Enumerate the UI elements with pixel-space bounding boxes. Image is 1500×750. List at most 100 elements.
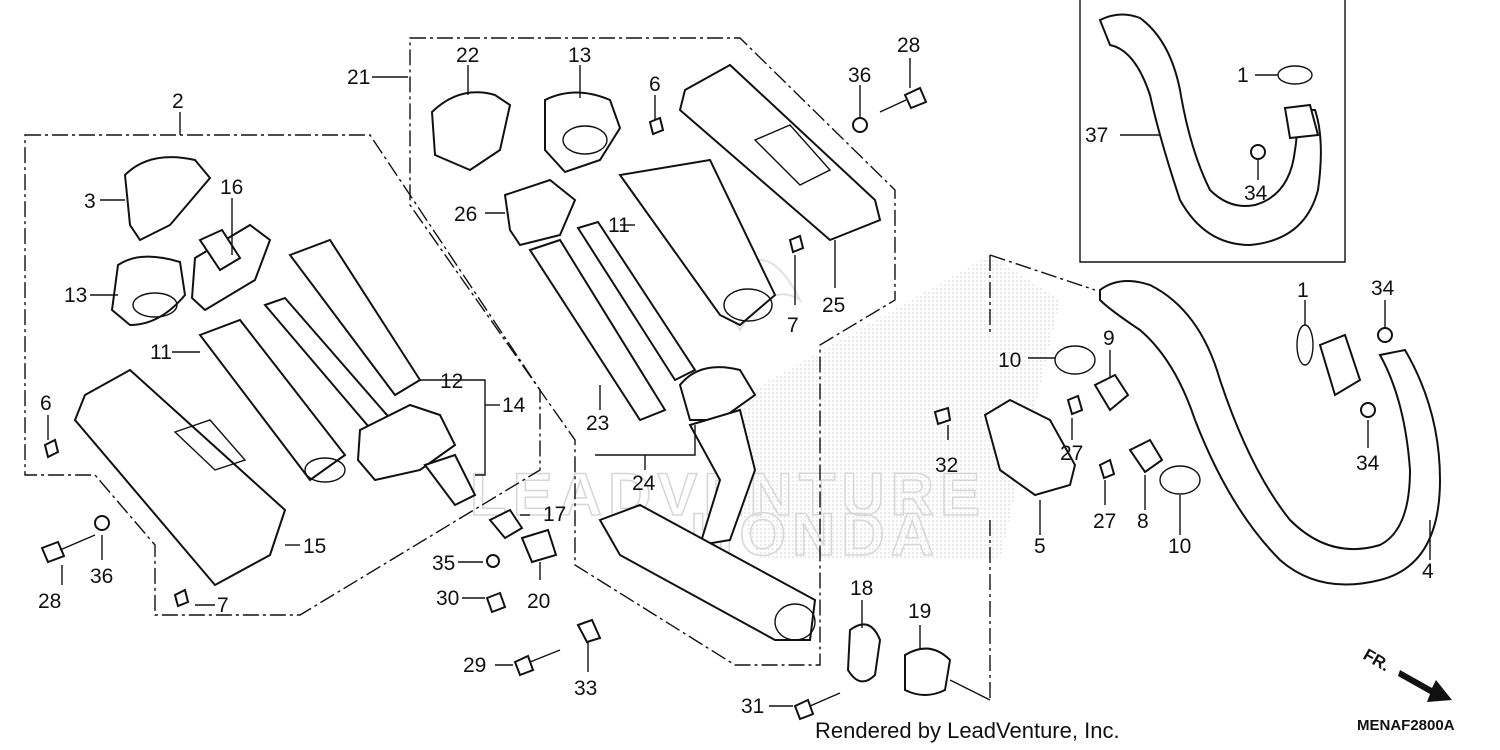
part-label: 11 [150,341,172,364]
part-label: 15 [303,535,326,558]
rivet-6-center [648,116,665,136]
hardware [40,86,1393,721]
group-box-2 [24,134,541,616]
part-label: 3 [84,190,96,213]
part-label: 13 [64,284,87,307]
bolt-32 [933,406,952,426]
center-muffler-assembly [430,63,882,641]
part-label: 21 [347,66,370,89]
nut-34-upper [1377,327,1393,343]
outlet-14-left [423,453,477,507]
part-label: 9 [1103,327,1115,350]
part-label: 1 [1297,279,1309,302]
muffler-cover-25 [678,63,882,242]
bolt-29 [513,654,535,677]
packing-cone-13-center [544,91,622,174]
part-label: 25 [822,294,845,317]
bolt-28-center [903,86,928,110]
end-plate-16-pipe [198,228,242,272]
end-plate-14-left [356,403,457,482]
nut-27-lower [1098,458,1116,480]
part-label: 19 [908,600,931,623]
part-label: 6 [649,73,661,96]
part-label: 7 [787,314,799,337]
flange-37 [1283,103,1320,140]
silencer-20-end [774,603,816,641]
silencer-20-body [598,503,817,641]
front-direction-indicator: FR. [1360,645,1452,702]
tube-24 [576,220,697,382]
part-label: 32 [935,454,958,477]
bolt-29-shaft [529,649,561,663]
body-inner-11-center [618,158,777,327]
o-ring-1-inset [1277,65,1313,85]
part-label: 10 [1168,535,1191,558]
part-label: 35 [432,552,455,575]
clip-17 [488,508,524,540]
part-label: 14 [502,394,526,417]
exhaust-pipe-4 [1099,280,1442,586]
part-label: 26 [454,203,477,226]
heat-guard-5 [983,398,1077,497]
bolt-30 [485,591,507,614]
inner-pipe-11-left [198,318,347,482]
part-label: 31 [741,695,764,718]
left-muffler-assembly [73,156,477,587]
part-label: 17 [543,503,566,526]
washer-36-left [94,515,110,531]
bracket-9 [1093,373,1130,412]
rivet-6-left [43,438,60,459]
packing-12-left [288,238,422,397]
inset-assembly [1098,13,1322,247]
muffler-body-15 [73,368,287,587]
band-18 [846,623,882,683]
part-label: 27 [1060,442,1083,465]
leader-lines [47,58,1431,707]
group-box-21 [409,37,896,666]
part-label: 34 [1371,277,1395,300]
part-label: 33 [574,677,597,700]
nut-34-inset [1250,144,1266,160]
watermark-dot-field [700,255,1060,560]
part-label: 29 [463,654,486,677]
bolt-31 [793,698,815,721]
collar-20 [520,528,558,564]
packing-23 [528,238,667,422]
part-label: 7 [217,594,229,617]
part-label: 27 [1093,510,1116,533]
bolt-28-left [40,540,66,564]
part-label: 11 [608,214,630,237]
part-label: 36 [848,64,871,87]
washer-36-center [852,117,868,133]
part-label: 34 [1244,182,1268,205]
washer-35 [486,554,500,568]
part-label: 1 [1237,64,1249,87]
bolt-28-left-shaft [59,534,96,551]
part-label: 30 [436,587,459,610]
front-arrow-icon [1398,670,1452,702]
o-ring-1-right [1296,324,1314,366]
part-label: 28 [897,34,920,57]
part-label: 6 [40,392,52,415]
end-plate-16 [190,223,272,312]
packing-cone-13-center-hole [562,125,608,155]
baffle-24 [678,366,757,421]
part-label: 5 [1034,535,1046,558]
bolt-28-center-shaft [879,99,907,113]
muffler-cover-25-band [753,124,832,186]
part-label: 34 [1356,452,1380,475]
end-cap-3 [123,156,212,242]
clamp-10-lower [1159,465,1201,495]
bracket-8 [1128,438,1164,474]
part-labels: 1 1 2 3 4 5 6 6 7 7 8 9 10 10 11 11 12 1… [38,34,1434,718]
part-label: 12 [440,370,463,393]
group-outlines [24,0,1346,700]
diagram-code: MENAF2800A [1357,717,1455,734]
part-label: 8 [1137,510,1149,533]
part-label: 36 [90,565,113,588]
muffler-body-15-band [173,419,247,471]
part-label: 4 [1422,560,1434,583]
header-pipe-center [688,408,757,547]
part-label: 13 [568,44,591,67]
